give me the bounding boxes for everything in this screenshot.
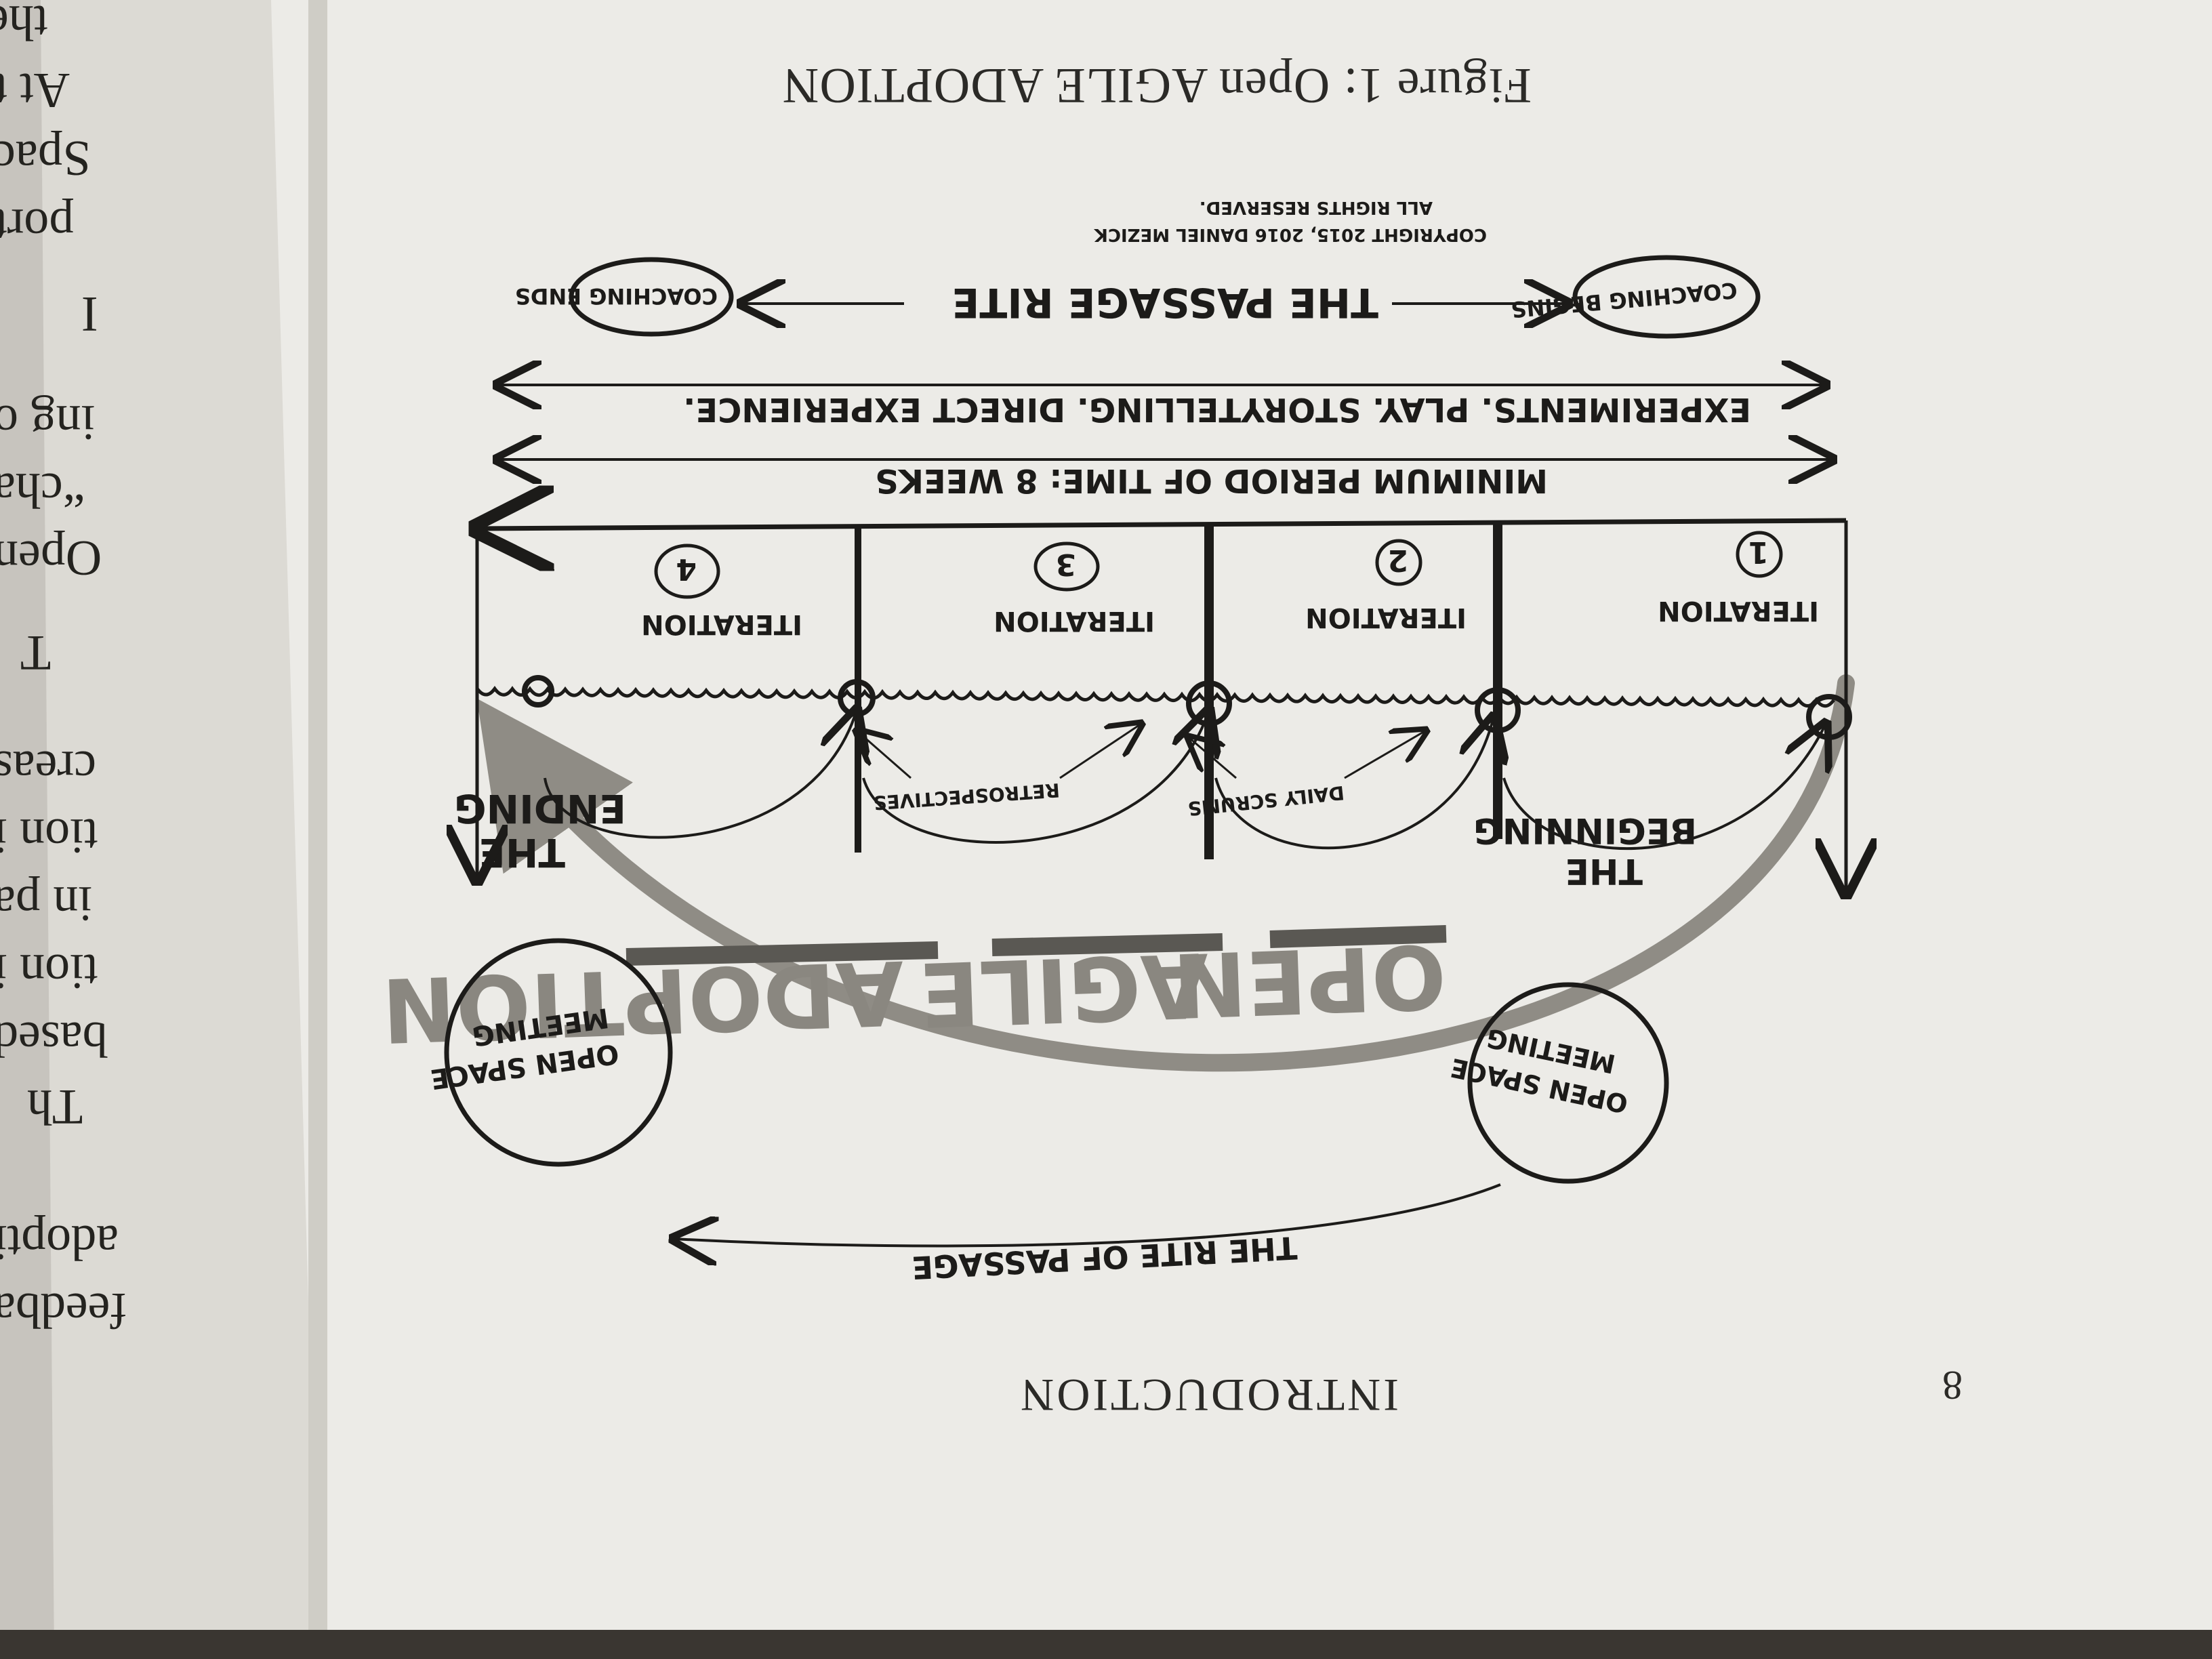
iteration-label-2: ITERATION [1305,602,1467,633]
timeline-top-line [477,520,1847,529]
retrospectives-label: RETROSPECTIVES [872,779,1061,814]
iteration-number-4: 4 [676,552,697,586]
iteration-label-4: ITERATION [641,609,802,640]
iteration-loop [1214,717,1494,850]
retrospectives-pointer [857,731,912,779]
title-underline-adoption [626,941,939,966]
coaching-begins-oval [1572,255,1761,339]
iteration-number-circle-1 [1736,531,1783,578]
open-agile-adoption-title: OPEN AGILE ADOPTION [380,924,1448,1062]
iteration-number-2: 2 [1387,543,1408,577]
page-shadow [0,0,54,1659]
iteration-loop [1502,724,1826,850]
daily-scrums-pointer [1189,737,1237,779]
the-ending-label-2: ENDING [454,785,626,832]
right-page [271,0,2212,1659]
daily-scrum-wave [475,685,1836,708]
rite-of-passage-label: THE RITE OF PASSAGE [911,1229,1298,1286]
end-meeting-circle [444,938,673,1167]
coaching-ends-oval [569,257,734,337]
daily-scrums-pointer [1344,731,1426,779]
iteration-loop [862,710,1209,844]
iteration-labels: ITERATION 1 ITERATION 2 ITERATION 3 ITER… [641,531,1819,640]
passage-rite-label-bg [904,280,1392,327]
iteration-label-1: ITERATION [1658,595,1819,626]
experiments-label: EXPERIMENTS. PLAY. STORYTELLING. DIRECT … [683,390,1751,428]
iteration-label-3: ITERATION [994,605,1155,636]
iteration-number-circle-2 [1375,539,1422,586]
coaching-ends-label: COACHING ENDS [515,283,718,309]
iteration-timeline [477,520,1849,893]
the-ending-label-1: THE [478,830,565,876]
copyright-line-2: ALL RIGHTS RESERVED. [1200,197,1433,218]
page-gutter [308,0,327,1659]
retrospectives-pointer [1059,724,1141,779]
the-beginning-label-1: THE [1565,851,1643,891]
begin-meeting-circle [1467,982,1669,1184]
iteration-number-1: 1 [1748,535,1769,569]
iteration-loop [544,710,857,839]
iteration-number-circle-3 [1033,541,1100,592]
title-underline-agile [991,933,1223,956]
beginning-open-space-meeting: OPEN SPACE MEETING [1448,982,1669,1184]
rite-of-passage-lower-arrow [674,1183,1501,1246]
passage-rite-label: THE PASSAGE RITE [951,279,1378,326]
minimum-period-label: MINIMUM PERIOD OF TIME: 8 WEEKS [875,462,1548,499]
iteration-number-circle-4 [654,544,720,599]
title-underline-open [1269,925,1447,948]
copyright-line-1: COPYRIGHT 2015, 2016 DANIEL MEZICK [1094,224,1487,245]
left-page [0,0,339,1659]
coaching-begins-label: COACHING BEGINS [1510,277,1738,323]
retrospective-node [522,675,554,708]
iteration-number-3: 3 [1055,547,1076,581]
bottom-table-edge [0,1630,2212,1659]
rite-of-passage-grey-arc [476,674,1855,1072]
